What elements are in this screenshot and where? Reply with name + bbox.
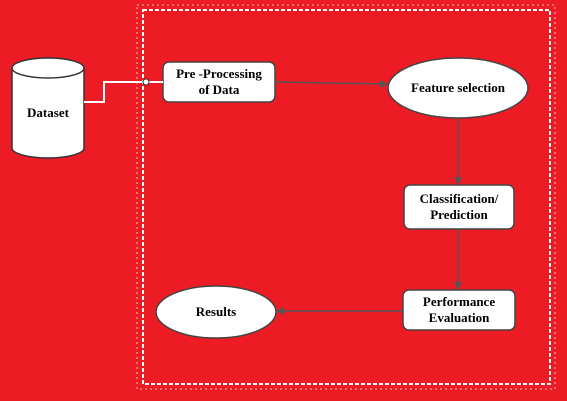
edge-junction-dot (142, 78, 150, 86)
dataset-label: Dataset (27, 105, 69, 120)
edge-dataset-to-preprocessing (84, 81, 163, 103)
preprocessing-label: Pre -Processing of Data (176, 66, 262, 97)
performance-label: Performance Evaluation (422, 294, 496, 325)
results-label: Results (195, 304, 237, 319)
classification-box (403, 184, 515, 230)
edge-preprocessing-to-feature (274, 79, 388, 88)
feature-selection-label: Feature selection (411, 80, 505, 95)
classification-label: Classification/ Prediction (419, 191, 499, 222)
system-boundary (142, 9, 551, 385)
dataset-cylinder (11, 57, 85, 159)
system-boundary-inner (136, 4, 556, 390)
performance-box (402, 289, 516, 331)
